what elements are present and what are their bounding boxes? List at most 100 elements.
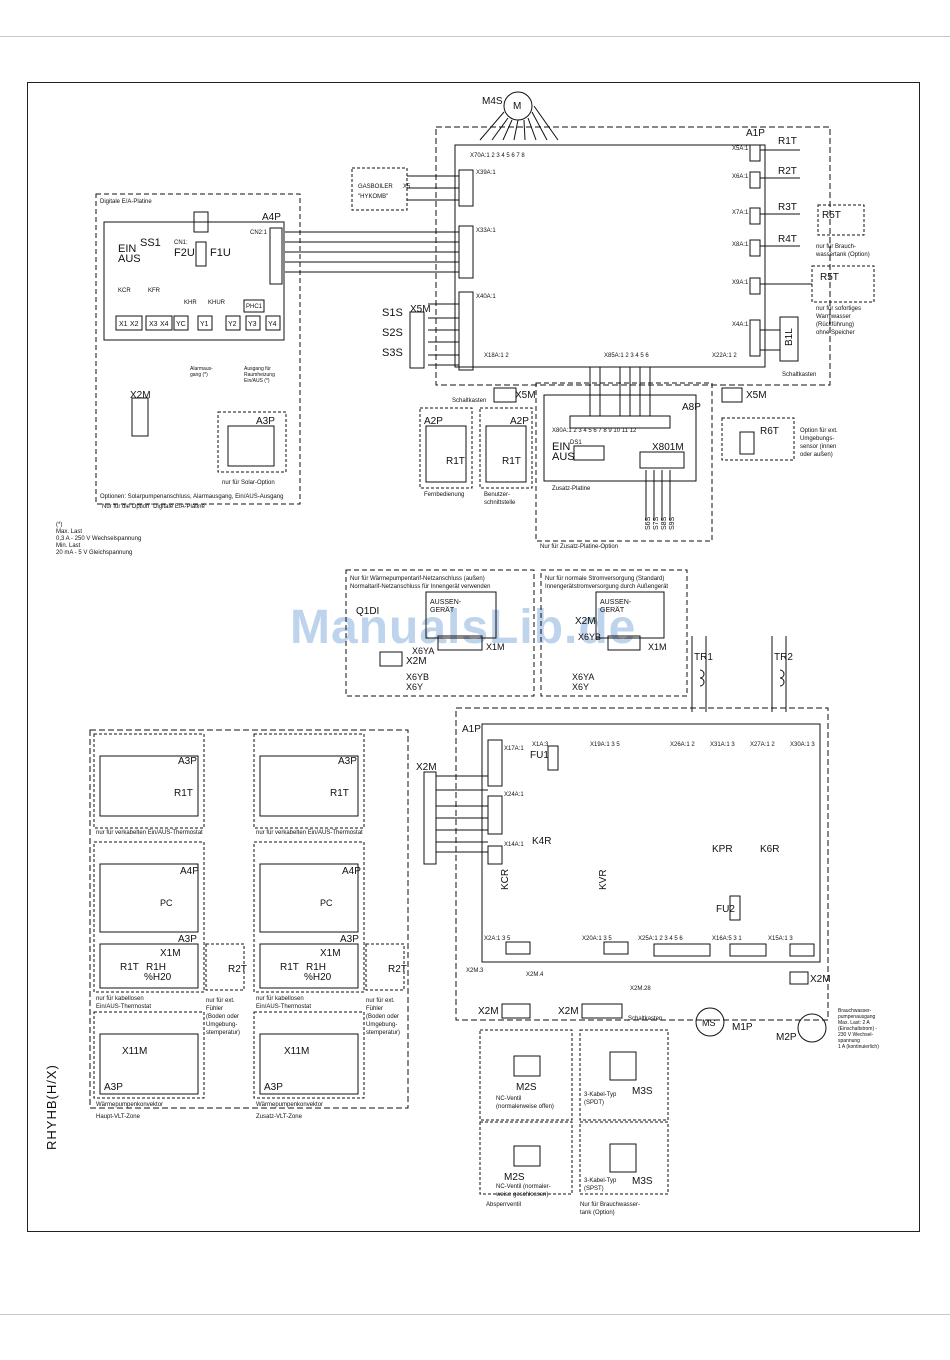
label-s1s: S1S: [382, 307, 403, 319]
label-a2p-2: A2P: [510, 416, 529, 427]
label-benutzer1: Benutzer-: [484, 492, 510, 498]
label-geraet-1: GERÄT: [430, 606, 455, 614]
tr2-transformer: [771, 636, 787, 712]
label-kabellos2-1: Ein/AUS-Thermostat: [96, 1004, 151, 1010]
label-r2t-z1: R2T: [228, 964, 247, 975]
label-r3t: R3T: [778, 202, 797, 213]
label-ds1: DS1: [570, 440, 582, 446]
label-b1l: B1L: [784, 328, 795, 346]
label-y4: Y4: [268, 321, 277, 328]
label-x30a: X30A:1 3: [790, 742, 815, 748]
label-option-ext1: Option für ext.: [800, 428, 838, 434]
label-gasboiler: GASBOILER: [358, 184, 393, 190]
label-tr1: TR1: [694, 652, 713, 663]
label-x8a: X8A:1: [732, 242, 749, 248]
label-kabel3a-2: 3-Kabel-Typ: [584, 1178, 617, 1184]
label-alarm: Alarmaus-: [190, 366, 213, 372]
label-hykomb: "HYKOMB": [358, 194, 388, 200]
label-ext-f2-2: Fühler: [366, 1006, 383, 1012]
label-r1t-z1: R1T: [174, 788, 193, 799]
label-x11m-z1: X11M: [122, 1046, 147, 1057]
label-x2m-2: X2M: [406, 656, 427, 667]
label-s9s: S9S: [669, 516, 676, 530]
label-f1u: F1U: [210, 247, 231, 259]
label-wp-head2: Normaltarif-Netzanschluss für Innengerät…: [350, 584, 490, 590]
label-option-ext4: oder außen): [800, 452, 833, 458]
bottom-rule: [0, 1314, 950, 1315]
label-x6y-1: X6Y: [406, 682, 423, 692]
label-q1di: Q1DI: [356, 606, 379, 617]
note-r5t-b: wassertank (Option): [815, 252, 870, 258]
label-fu2: FU2: [716, 904, 735, 915]
label-option-ext3: sensor (innen: [800, 444, 836, 450]
label-geraet-2: GERÄT: [600, 606, 625, 614]
label-nc-ventil1: NC-Ventil: [496, 1096, 521, 1102]
label-m4s: M4S: [482, 96, 503, 107]
label-x40a: X40A:1: [476, 294, 496, 300]
label-pc-z2: PC: [320, 898, 333, 908]
label-r6t: R6T: [760, 426, 779, 437]
label-x27a: X27A:1 2: [750, 742, 775, 748]
label-wp-konv-1: Wärmepumpenkonvektor: [96, 1102, 163, 1108]
note-r5t2-a: nur für sofortiges: [816, 306, 861, 312]
label-benutzer2: schnittstelle: [484, 500, 516, 506]
label-a1p-top: A1P: [746, 128, 765, 139]
label-m3s-1: M3S: [632, 1086, 653, 1097]
label-s6s: S6S: [645, 516, 652, 530]
label-nurbrauch1: Nur für Brauchwasser-: [580, 1202, 640, 1208]
note-r5t2-c: (Rückführung): [816, 322, 854, 328]
note-r5t-a: nur für Brauch-: [816, 244, 856, 250]
label-kpr: KPR: [712, 844, 733, 855]
label-x39a: X39A:1: [476, 170, 496, 176]
a2p-benutzer: [479, 407, 533, 489]
label-schaltkasten-2: Schaltkasten: [452, 398, 486, 404]
label-x2m3: X2M.3: [466, 968, 484, 974]
label-x7a: X7A:1: [732, 210, 749, 216]
label-brauch3: Max. Last: 2 A: [838, 1020, 870, 1026]
label-x6y-2: X6Y: [572, 682, 589, 692]
label-nc-ventil2: (normalerweise offen): [496, 1104, 554, 1110]
label-h20-z1: %H20: [144, 972, 172, 983]
label-x31a: X31A:1 3: [710, 742, 735, 748]
label-r1h-z2: R1H: [306, 962, 326, 973]
digitale-ea-platine: [95, 193, 301, 505]
label-r1t: R1T: [778, 136, 797, 147]
a3p-solar-box: [217, 411, 287, 473]
label-x14a: X14A:1: [504, 842, 524, 848]
label-ein-a8p: EIN: [552, 441, 570, 453]
label-x2m-7: X2M: [810, 974, 831, 985]
a1p-lower-board: [481, 723, 821, 963]
label-x6yb-1: X6YB: [406, 672, 429, 682]
label-x2m4: X2M.4: [526, 972, 544, 978]
label-r1t-a2p-2: R1T: [502, 456, 521, 467]
label-ausgang2: Raumheizung: [244, 372, 275, 378]
wp-tarif-box: [345, 569, 535, 697]
label-a3p-z4: A3P: [340, 934, 359, 945]
label-x1m-1: X1M: [486, 642, 505, 652]
label-y2: Y2: [228, 321, 237, 328]
label-s8s: S8S: [661, 516, 668, 530]
label-kabellos1-1: nur für kabellosen: [96, 996, 144, 1002]
label-x1m-z1: X1M: [160, 948, 181, 959]
label-x5a: X5A:1: [732, 146, 749, 152]
label-ext-f5-1: stemperatur): [206, 1030, 240, 1036]
label-x6yb-2: X6YB: [578, 632, 601, 642]
a1p-board: [454, 144, 766, 368]
label-a3p-z1: A3P: [178, 756, 197, 767]
label-fernbed: Fernbedienung: [424, 492, 464, 498]
label-verk-2: nur für verkabelten Ein/AUS-Thermostat: [256, 830, 363, 836]
watermark: ManualsLib.de: [290, 601, 637, 654]
label-nurbrauch2: tank (Option): [580, 1210, 615, 1216]
label-aussen-2: AUSSEN-: [600, 599, 632, 606]
label-kabellos1-2: nur für kabellosen: [256, 996, 304, 1002]
label-kabellos2-2: Ein/AUS-Thermostat: [256, 1004, 311, 1010]
label-std-head1: Nur für normale Stromversorgung (Standar…: [545, 576, 664, 582]
label-r5t-2: R5T: [820, 272, 839, 283]
label-x70a: X70A:1 2 3 4 5 6 7 8: [470, 153, 525, 159]
label-x19a: X19A:1 3 5: [590, 742, 620, 748]
a2p-fernbedienung: [419, 407, 473, 489]
label-x5m-1: X5M: [410, 304, 431, 315]
label-yc: YC: [176, 321, 186, 328]
label-optionen: Optionen: Solarpumpenanschluss, Alarmaus…: [100, 494, 283, 500]
label-x1: X1: [119, 321, 128, 328]
